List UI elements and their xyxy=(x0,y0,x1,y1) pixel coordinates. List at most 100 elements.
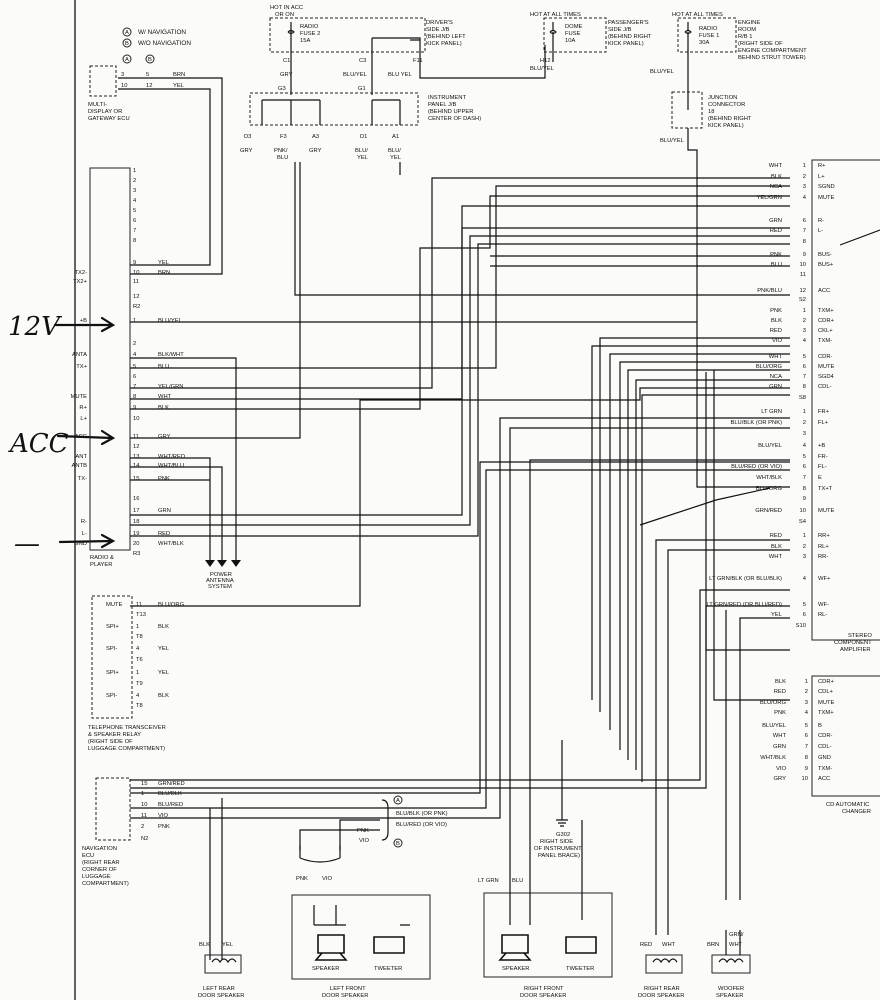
amp-pin-number: 7 xyxy=(803,475,806,481)
radio-pin-function: TX- xyxy=(78,476,87,482)
radio-pin-number: 9 xyxy=(133,260,136,266)
changer-pin-function: TXM- xyxy=(818,766,832,772)
svg-text:YEL: YEL xyxy=(390,155,402,161)
svg-text:WHT: WHT xyxy=(729,942,743,948)
amp-pin-wire: BLU/ORG xyxy=(756,364,783,370)
radio-pin-wire: BLU/YEL xyxy=(158,318,183,324)
svg-text:ECU: ECU xyxy=(82,853,94,859)
radio-pin-number: R2 xyxy=(133,304,140,310)
svg-text:SIDE J/B: SIDE J/B xyxy=(608,27,632,33)
phone-pin-function: SPI+ xyxy=(106,670,119,676)
svg-text:GRY: GRY xyxy=(309,148,322,154)
amp-pin-function: R- xyxy=(818,218,824,224)
amp-pin-number: 4 xyxy=(803,195,807,201)
svg-text:ENGINE COMPARTMENT: ENGINE COMPARTMENT xyxy=(738,48,807,54)
amp-pin-wire: BLU xyxy=(771,262,782,268)
amp-pin-wire: BLK xyxy=(771,174,782,180)
changer-pin-function: TXM+ xyxy=(818,710,834,716)
amp-pin-function: FL- xyxy=(818,464,827,470)
svg-text:VIO: VIO xyxy=(359,838,369,844)
svg-text:PNK/: PNK/ xyxy=(274,148,288,154)
svg-text:3: 3 xyxy=(121,72,124,78)
svg-text:CENTER OF DASH): CENTER OF DASH) xyxy=(428,116,481,122)
phone-pin-wire: YEL xyxy=(158,670,170,676)
amp-pin-number: 5 xyxy=(803,602,806,608)
radio-pin-function: ACC xyxy=(75,434,87,440)
radio-pin-number: 19 xyxy=(133,531,139,537)
radio-pin-function: MUTE xyxy=(71,394,88,400)
svg-text:DISPLAY OR: DISPLAY OR xyxy=(88,109,122,115)
nav-pin-number: 15 xyxy=(141,781,147,787)
amp-pin-function: TXM- xyxy=(818,338,832,344)
amp-pin-function: RL- xyxy=(818,612,827,618)
svg-text:(BEHIND RIGHT: (BEHIND RIGHT xyxy=(708,116,752,122)
svg-text:HOT IN ACC: HOT IN ACC xyxy=(270,5,303,11)
svg-text:SYSTEM: SYSTEM xyxy=(208,584,232,590)
svg-text:(BEHIND RIGHT: (BEHIND RIGHT xyxy=(608,34,652,40)
svg-text:TELEPHONE TRANSCEIVER: TELEPHONE TRANSCEIVER xyxy=(88,725,166,731)
svg-text:G3: G3 xyxy=(278,86,286,92)
amp-pin-wire: WHT xyxy=(769,163,783,169)
svg-text:RIGHT FRONT: RIGHT FRONT xyxy=(524,986,564,992)
svg-text:BLK: BLK xyxy=(199,942,210,948)
radio-pin-wire: WHT xyxy=(158,394,172,400)
svg-text:15A: 15A xyxy=(300,38,310,44)
changer-pin-wire: WHT xyxy=(773,733,787,739)
svg-text:ROOM: ROOM xyxy=(738,27,756,33)
harness-wires xyxy=(130,162,880,960)
amp-pin-number: 1 xyxy=(803,409,806,415)
svg-text:F3: F3 xyxy=(280,134,287,140)
left-front-speaker: SPEAKER TWEETER LEFT FRONT DOOR SPEAKER xyxy=(291,894,431,999)
svg-text:INSTRUMENT: INSTRUMENT xyxy=(428,95,466,101)
svg-text:COMPONENT: COMPONENT xyxy=(834,640,872,646)
svg-text:FUSE: FUSE xyxy=(565,31,581,37)
svg-text:G1: G1 xyxy=(358,86,366,92)
amp-pin-number: 3 xyxy=(803,184,806,190)
amp-pin-function: CDR+ xyxy=(818,318,835,324)
amp-pin-function: R+ xyxy=(818,163,826,169)
amp-pin-number: S10 xyxy=(796,623,806,629)
amp-pin-wire: PNK xyxy=(770,252,782,258)
svg-text:DOOR SPEAKER: DOOR SPEAKER xyxy=(638,993,684,999)
radio-pin-number: 6 xyxy=(133,374,136,380)
svg-text:BRN: BRN xyxy=(173,72,185,78)
svg-text:PLAYER: PLAYER xyxy=(90,562,112,568)
svg-text:BRN: BRN xyxy=(707,942,719,948)
svg-text:30A: 30A xyxy=(699,40,709,46)
arrow-gnd xyxy=(58,533,116,549)
svg-text:BLU/YEL: BLU/YEL xyxy=(660,138,685,144)
amp-pin-function: +B xyxy=(818,443,825,449)
svg-text:F11: F11 xyxy=(413,58,423,64)
instrument-panel-jb: G3 G1 INSTRUMENT PANEL J/B (BEHIND UPPER… xyxy=(240,86,481,161)
changer-pin-wire: GRY xyxy=(774,776,787,782)
svg-text:FUSE 2: FUSE 2 xyxy=(300,31,320,37)
svg-text:BLU/: BLU/ xyxy=(388,148,401,154)
amp-pin-wire: NCA xyxy=(770,184,782,190)
nav-pin-wire: VIO xyxy=(158,813,168,819)
phone-pin-wire: YEL xyxy=(158,646,170,652)
svg-text:PNK: PNK xyxy=(357,828,369,834)
radio-pin-wire: GRY xyxy=(158,434,171,440)
changer-pin-function: MUTE xyxy=(818,700,835,706)
amp-pin-function: SGD4 xyxy=(818,374,835,380)
svg-text:LEFT REAR: LEFT REAR xyxy=(203,986,235,992)
svg-text:C3: C3 xyxy=(359,58,366,64)
phone-pin-number: 4 xyxy=(136,646,140,652)
amp-pin-wire: NCA xyxy=(770,374,782,380)
amp-pin-number: 3 xyxy=(803,431,806,437)
amp-pin-function: CKL+ xyxy=(818,328,833,334)
legend-b-label: W/O NAVIGATION xyxy=(138,40,191,47)
phone-pin-number: T13 xyxy=(136,612,146,618)
radio-pin-number: 3 xyxy=(133,188,136,194)
changer-pin-number: 2 xyxy=(805,689,808,695)
changer-pin-wire: PNK xyxy=(774,710,786,716)
radio-pin-number: 2 xyxy=(133,178,136,184)
amp-pin-wire: LT GRN/BLK (OR BLU/BLK) xyxy=(709,576,782,582)
amp-pin-wire: RED xyxy=(770,228,782,234)
amp-pin-function: WF+ xyxy=(818,576,831,582)
radio-pin-wire: WHT/BLU xyxy=(158,463,184,469)
